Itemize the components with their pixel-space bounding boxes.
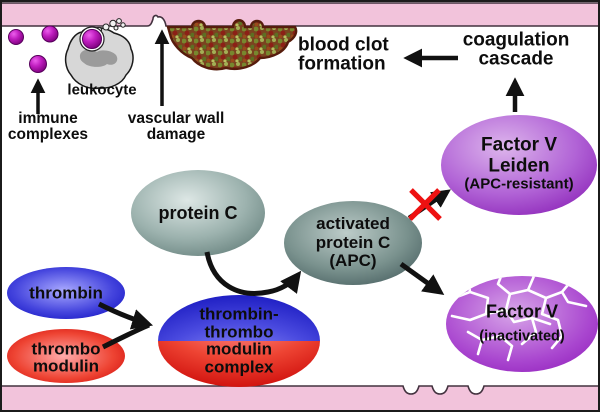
node-thrombomodulin <box>7 329 125 383</box>
node-factor-v-leiden-label: Factor V Leiden (APC-resistant) <box>464 134 574 193</box>
node-apc-label: activated protein C (APC) <box>315 213 391 271</box>
vessel-wall-top <box>2 2 598 27</box>
node-factor-v-inactivated <box>446 276 598 372</box>
node-thrombin <box>7 267 125 319</box>
node-thrombin-label: thrombin <box>29 283 103 303</box>
node-factor-v-leiden <box>441 115 597 215</box>
label-blood-clot-formation: blood clot formation <box>298 34 389 75</box>
arrow-apc-to-fv-inactivated <box>399 261 445 296</box>
leukocyte-nucleus <box>79 49 118 67</box>
arrow-protein-c-to-apc <box>204 251 302 296</box>
arrow-thrombin-to-complex <box>97 301 154 330</box>
immune-complex-dot <box>29 55 47 73</box>
arrow-thrombomodulin-to-complex <box>101 322 150 350</box>
node-protein-c <box>131 170 265 256</box>
immune-complex-dot <box>41 25 59 43</box>
label-immune-complexes: immune complexes <box>7 110 89 143</box>
inactivation-cracks <box>450 276 588 362</box>
vessel-wall-bottom <box>2 385 598 410</box>
node-protein-c-label: protein C <box>158 202 238 223</box>
blood-clot <box>166 19 298 71</box>
node-factor-v-inactivated-label: Factor V (inactivated) <box>479 301 565 345</box>
label-leukocyte: leukocyte <box>67 81 137 99</box>
immune-complex-dot <box>8 29 24 45</box>
immune-complex-dots <box>8 25 102 73</box>
label-vascular-wall-damage: vascular wall damage <box>127 110 225 143</box>
node-apc <box>284 201 422 285</box>
label-coagulation-cascade: coagulation cascade <box>462 29 570 70</box>
node-thrombin-thrombomodulin-complex <box>158 295 320 387</box>
blocked-x-icon <box>408 188 442 221</box>
immune-complex-dot-engulfed <box>82 29 102 49</box>
node-thrombomodulin-label: thrombo modulin <box>31 339 101 376</box>
node-complex-label: thrombin- thrombo modulin complex <box>199 304 279 377</box>
